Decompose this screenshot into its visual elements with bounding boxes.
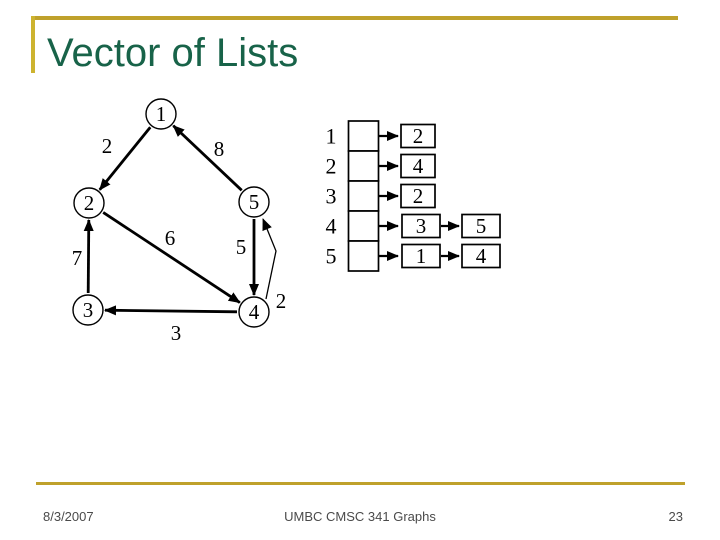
edge-1-to-2 [98,126,152,191]
edge-weight-2-4: 6 [165,226,176,250]
list-node-row1-0 [400,123,436,149]
edge-weight-5-4: 5 [236,235,247,259]
list-node-value-row5-1: 4 [476,244,487,268]
list-node-row5-1 [461,243,501,269]
list-node-row5-0 [401,243,441,269]
edge-weight-4-5: 2 [276,289,287,313]
vector-cell-5 [347,240,380,272]
edge-weight-5-1: 8 [214,137,225,161]
slide-title: Vector of Lists [47,31,299,75]
edge-4-to-3 [104,305,238,316]
list-node-value-row1-0: 2 [413,124,424,148]
vector-index-5: 5 [326,244,337,269]
title-accent-line-vertical [31,16,35,73]
vector-index-2: 2 [326,154,337,179]
vector-index-3: 3 [326,184,337,209]
vector-cell-3 [347,180,380,212]
edge-5-to-1 [172,124,243,192]
vector-cell-4 [347,210,380,242]
footer-accent-line [36,482,685,485]
graph-node-label-5: 5 [249,190,260,214]
graph-node-1 [145,98,177,130]
graph-node-4 [238,296,270,328]
edge-weight-3-2: 7 [72,246,83,270]
footer-course: UMBC CMSC 341 Graphs [284,509,436,524]
list-node-value-row4-1: 5 [476,214,487,238]
graph-and-adjacency-list-diagram: 2 8 6 7 5 3 2 1 2 3 4 5 1 2 3 4 5 [72,98,501,345]
list-node-row4-0 [401,213,441,239]
list-node-row3-0 [400,183,436,209]
graph-node-3 [72,294,104,326]
graph-node-2 [73,187,105,219]
footer-page-number: 23 [668,509,683,524]
graph-node-label-4: 4 [249,300,260,324]
edge-weight-4-3: 3 [171,321,182,345]
edge-3-to-2 [83,219,94,294]
list-node-value-row5-0: 1 [416,244,427,268]
graph-node-label-1: 1 [156,102,167,126]
edge-weight-1-2: 2 [102,134,113,158]
vector-index-4: 4 [326,214,337,239]
footer-date: 8/3/2007 [43,509,94,524]
vector-cell-1 [347,120,380,152]
graph-node-label-3: 3 [83,298,94,322]
list-node-value-row2-0: 4 [413,154,424,178]
edge-2-to-4 [102,211,241,304]
edge-4-to-5 [262,218,277,300]
graph-node-label-2: 2 [84,191,95,215]
list-node-value-row3-0: 2 [413,184,424,208]
list-node-row2-0 [400,153,436,179]
list-node-row4-1 [461,213,501,239]
vector-cell-2 [347,150,380,182]
graph-node-5 [238,186,270,218]
list-node-value-row4-0: 3 [416,214,427,238]
title-accent-line [31,16,678,20]
vector-index-1: 1 [326,124,337,149]
